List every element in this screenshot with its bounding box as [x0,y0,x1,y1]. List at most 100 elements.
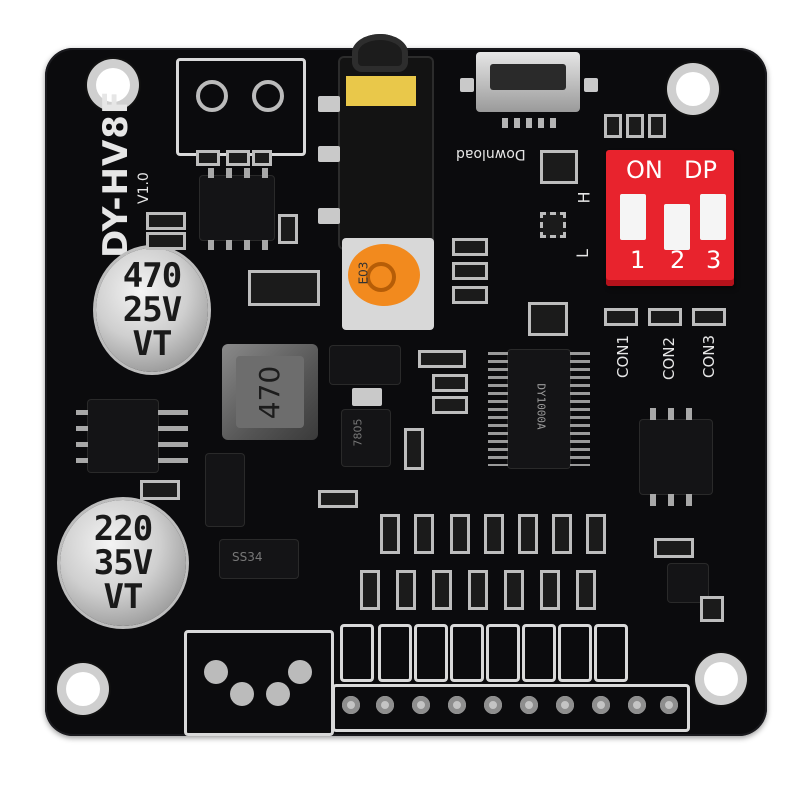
smd-resistor [452,262,488,280]
diode-outline [486,624,520,682]
terminal-pad [252,80,284,112]
flash-memory-chip [640,420,712,494]
ic-pin [668,408,674,420]
ic-pin [226,240,232,250]
ic-pin [76,426,88,431]
smd-resistor [414,514,434,554]
speaker-terminal-outline [184,630,334,736]
header-pin[interactable] [376,696,394,714]
jack-pad [318,96,340,112]
smd-capacitor [700,596,724,622]
smd-resistor [452,286,488,304]
smd-capacitor [528,302,568,336]
smd-resistor [604,308,638,326]
jumper-pad [540,212,566,238]
smd-resistor [432,396,468,414]
usb-pad [460,78,474,92]
smd-resistor [604,114,622,138]
ic-pin [208,240,214,250]
diode-outline [378,624,412,682]
pin-header-outline [332,684,690,732]
ic-pin [686,494,692,506]
dip-position-3: 3 [706,246,722,274]
audio-jack-socket [352,34,408,72]
smd-resistor [432,570,452,610]
ic-pin [262,240,268,250]
header-pin[interactable] [448,696,466,714]
header-pin[interactable] [412,696,430,714]
ic-pin [158,410,188,415]
dip-position-2: 2 [670,246,686,274]
smd-resistor [518,514,538,554]
usb-opening [490,64,566,90]
smd-resistor [654,538,694,558]
header-pin[interactable] [342,696,360,714]
inductor-body: 470 [236,356,304,428]
smd-resistor [552,514,572,554]
jack-pad [318,208,340,224]
diode-outline [450,624,484,682]
smd-capacitor [278,214,298,244]
capacitor-470uf: 470 25V VT [96,248,208,372]
download-label: Download [456,146,526,162]
terminal-pad [288,660,312,684]
capacitor-voltage: 25V [122,290,182,330]
audio-jack-contact [346,76,416,106]
ic-pin [244,240,250,250]
smd-resistor [452,238,488,256]
smd-resistor [504,570,524,610]
smd-resistor [468,570,488,610]
smd-resistor [586,514,606,554]
main-chip-label: DY1000A [534,383,548,430]
smd-resistor [540,570,560,610]
transistor [668,564,708,602]
potentiometer-screw [366,262,396,292]
regulator-label: 7805 [351,418,365,447]
dip-switch-2[interactable] [664,204,690,250]
header-pin[interactable] [592,696,610,714]
voltage-regulator [342,410,390,466]
smd-resistor [450,514,470,554]
dip-switch-1[interactable] [620,194,646,240]
header-pin[interactable] [520,696,538,714]
diode-outline [414,624,448,682]
chip-pins-right [570,352,590,466]
ic-pin [668,494,674,506]
diode-outline [522,624,556,682]
smd-resistor [146,212,186,230]
smd-resistor [318,490,358,508]
header-pin[interactable] [660,696,678,714]
l-label: L [572,249,592,258]
capacitor-series: VT [132,324,173,364]
header-pin[interactable] [556,696,574,714]
ic-pin [76,442,88,447]
board-model-label: DY-HV8F [96,89,136,258]
diode-outline [340,624,374,682]
regulator-tab [352,388,382,406]
jack-pad [318,146,340,162]
ic-pin [686,408,692,420]
dip-position-1: 1 [630,246,646,274]
smd-resistor [692,308,726,326]
schottky-diode [220,540,298,578]
smd-resistor [484,514,504,554]
smd-resistor [380,514,400,554]
ic-chip-soic [200,176,274,240]
dip-switch-3[interactable] [700,194,726,240]
ic-pin [650,494,656,506]
terminal-pad [266,682,290,706]
header-pin[interactable] [628,696,646,714]
ic-pin [76,410,88,415]
con2-label: CON2 [660,336,678,380]
smd-resistor [360,570,380,610]
mounting-hole-bottom-left [66,672,100,706]
smd-capacitor [404,428,424,470]
smd-resistor-array [248,270,320,306]
smd-resistor [648,308,682,326]
header-pin[interactable] [484,696,502,714]
ic-pin [244,168,250,178]
mounting-hole-top-right [676,72,710,106]
board-version-label: V1.0 [136,172,152,204]
inductor-value: 470 [253,365,287,419]
smd-resistor [540,150,578,184]
